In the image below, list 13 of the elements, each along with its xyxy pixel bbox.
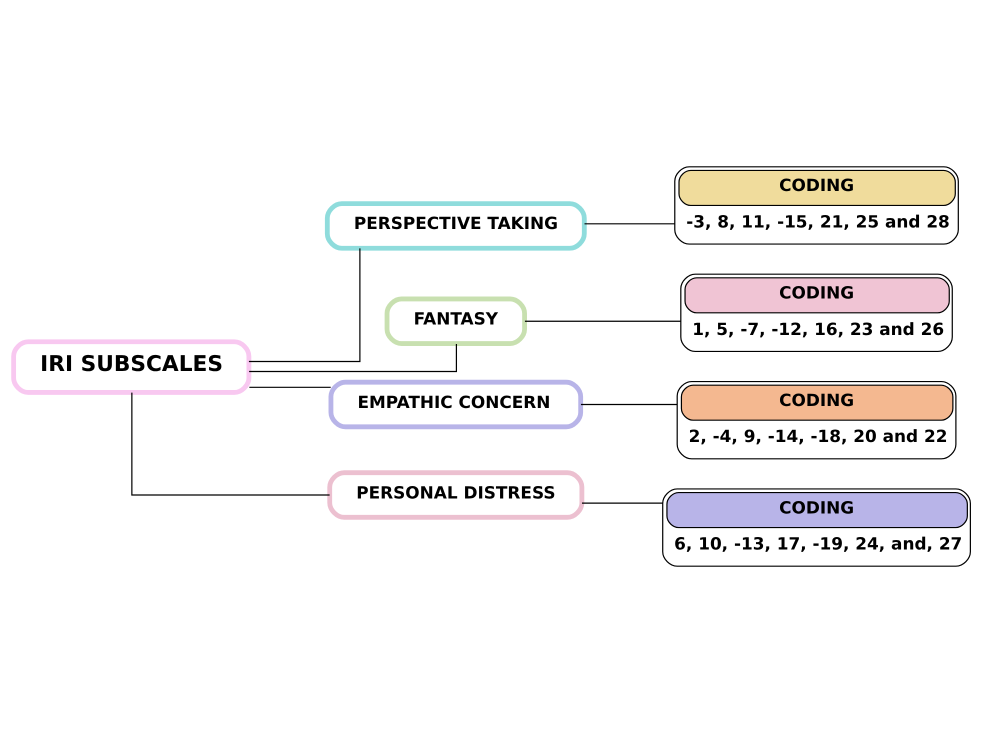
node-box: PERSPECTIVE TAKING (324, 200, 587, 250)
node-box: EMPATHIC CONCERN (328, 379, 584, 429)
connector (249, 386, 331, 388)
node-box: FANTASY (384, 296, 527, 346)
connector (580, 403, 678, 405)
connector (248, 248, 360, 362)
node-box: IRI SUBSCALES (11, 338, 252, 394)
connector (131, 392, 330, 496)
connector (249, 344, 458, 372)
connector (582, 502, 663, 504)
connector (524, 320, 681, 322)
node-box: PERSONAL DISTRESS (327, 470, 584, 520)
connector (584, 222, 675, 224)
